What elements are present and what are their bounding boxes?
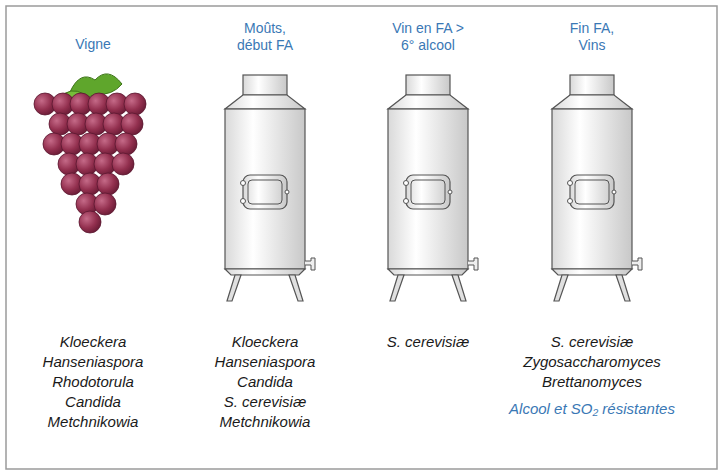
species-name: Candida bbox=[237, 373, 293, 391]
species-name: Kloeckera bbox=[60, 333, 127, 351]
species-name: Metchnikowia bbox=[48, 413, 139, 431]
column-heading: Vigne bbox=[75, 36, 111, 53]
species-name: Hanseniaspora bbox=[43, 353, 144, 371]
species-name: Brettanomyces bbox=[542, 373, 642, 391]
column-heading: Vin en FA > 6° alcool bbox=[392, 20, 464, 54]
grape-bunch bbox=[34, 74, 146, 233]
species-name: Hanseniaspora bbox=[215, 353, 316, 371]
column-heading: Moûts, début FA bbox=[230, 20, 300, 54]
species-name: S. cerevisiæ bbox=[387, 333, 470, 351]
species-name: S. cerevisiæ bbox=[224, 393, 307, 411]
species-name: Rhodotorula bbox=[52, 373, 134, 391]
species-name: Zygosaccharomyces bbox=[523, 353, 661, 371]
species-name: Metchnikowia bbox=[220, 413, 311, 431]
resistance-note: Alcool et SO₂ résistantes bbox=[509, 400, 675, 418]
fermentation-tank bbox=[552, 75, 642, 301]
species-name: Kloeckera bbox=[232, 333, 299, 351]
fermentation-tank bbox=[225, 75, 315, 301]
species-name: Candida bbox=[65, 393, 121, 411]
species-name: S. cerevisiæ bbox=[551, 333, 634, 351]
column-heading: Fin FA, Vins bbox=[562, 20, 622, 54]
fermentation-tank bbox=[388, 75, 478, 301]
